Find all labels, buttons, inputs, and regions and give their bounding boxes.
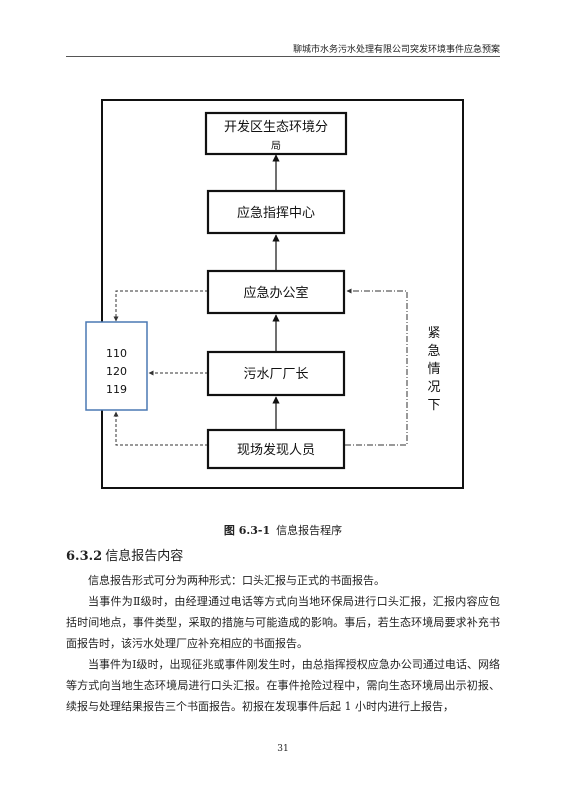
side-label-char: 况 [427, 380, 440, 395]
node-command-center: 应急指挥中心 [206, 189, 346, 235]
paragraph: 信息报告形式可分为两种形式：口头汇报与正式的书面报告。 [88, 574, 385, 587]
figure-caption-text: 信息报告程序 [276, 524, 343, 537]
figure-caption: 图 6.3-1 信息报告程序 [0, 522, 566, 538]
side-label-char: 情 [427, 362, 440, 377]
figure-caption-number: 图 6.3-1 [223, 524, 271, 537]
node-bureau-line1: 开发区生态环境分 [224, 119, 328, 135]
node-emergency-office: 应急办公室 [206, 269, 346, 315]
node-onsite-staff: 现场发现人员 [206, 428, 346, 470]
node-plant-director-label: 污水厂厂长 [243, 367, 308, 382]
side-label-char: 下 [427, 398, 440, 413]
hotline-110: 110 [106, 347, 127, 360]
dashed-office-to-hotline [113, 290, 208, 322]
header-rule [66, 56, 500, 57]
node-bureau-line2: 局 [271, 140, 281, 152]
side-label-char: 急 [427, 344, 440, 359]
section-number: 6.3.2 [66, 549, 103, 564]
node-emergency-office-label: 应急办公室 [243, 285, 308, 301]
body-text: 信息报告形式可分为两种形式：口头汇报与正式的书面报告。 当事件为Ⅱ级时，由经理通… [66, 570, 500, 717]
node-plant-director: 污水厂厂长 [206, 350, 346, 397]
section-title: 信息报告内容 [105, 549, 184, 564]
figure-frame [101, 99, 464, 489]
hotline-box: 110 120 119 [85, 321, 148, 411]
side-label-char: 紧 [427, 326, 440, 341]
page-header: 聊城市水务污水处理有限公司突发环境事件应急预案 [292, 45, 500, 55]
hotline-120: 120 [106, 365, 127, 378]
paragraph: 当事件为Ⅱ级时，由经理通过电话等方式向当地环保局进行口头汇报，汇报内容应包括时间… [66, 595, 500, 650]
node-onsite-staff-label: 现场发现人员 [237, 442, 315, 458]
dashed-staff-to-hotline [113, 411, 208, 446]
node-bureau: 开发区生态环境分 局 [204, 111, 348, 156]
node-command-center-label: 应急指挥中心 [237, 205, 315, 221]
side-label-emergency: 紧 急 情 况 下 [427, 326, 440, 413]
dashdot-emergency-path [345, 288, 408, 446]
page-number: 31 [277, 744, 289, 754]
hotline-119: 119 [106, 383, 127, 396]
paragraph: 当事件为Ⅰ级时，出现征兆或事件刚发生时，由总指挥授权应急办公司通过电话、网络等方… [66, 658, 500, 713]
